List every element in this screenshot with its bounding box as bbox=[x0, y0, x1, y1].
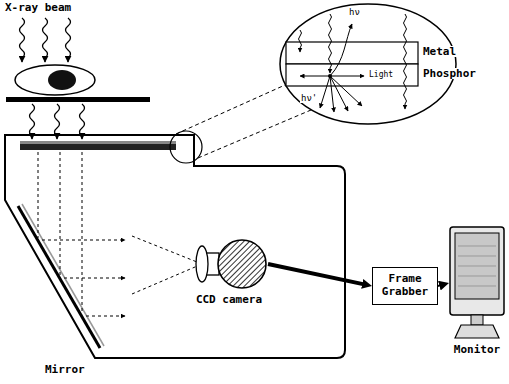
xray-wave bbox=[329, 14, 332, 73]
signal-arrow bbox=[268, 264, 364, 284]
metal-layer bbox=[286, 42, 418, 64]
monitor-screen bbox=[455, 233, 499, 299]
organ-blob bbox=[48, 70, 76, 90]
inset-circle bbox=[280, 4, 456, 124]
photon-label: hν' bbox=[300, 94, 318, 103]
zoom-marker bbox=[170, 131, 202, 163]
photon-label: hν bbox=[348, 8, 361, 17]
monitor-drawing bbox=[449, 226, 505, 340]
monitor-base bbox=[455, 325, 499, 338]
light-ray bbox=[38, 152, 39, 238]
part-label: Mirror bbox=[44, 364, 86, 375]
emitted-photon bbox=[330, 24, 352, 76]
xray-wave bbox=[55, 104, 60, 139]
light-emission bbox=[320, 76, 330, 108]
light-ray bbox=[42, 240, 125, 241]
detector-housing bbox=[5, 135, 345, 358]
ccd-camera: CCD camera bbox=[190, 238, 268, 307]
camera-body bbox=[218, 240, 266, 288]
light-ray bbox=[64, 278, 125, 279]
phosphor-screen bbox=[20, 144, 176, 150]
interaction-point bbox=[328, 74, 332, 78]
patient-table bbox=[6, 97, 150, 102]
xray-wave bbox=[404, 14, 407, 109]
screen-lines bbox=[458, 246, 496, 286]
monitor: Monitor bbox=[449, 226, 505, 357]
zoom-line bbox=[176, 85, 285, 134]
patient-body bbox=[15, 65, 95, 95]
xray-wave bbox=[43, 18, 48, 62]
node-text: CCD camera bbox=[190, 294, 268, 307]
signal-arrow bbox=[438, 284, 441, 287]
mirror-back bbox=[22, 204, 104, 346]
beam-label: X-ray beam bbox=[4, 2, 72, 13]
node-text: Monitor bbox=[449, 344, 505, 357]
xray-wave bbox=[30, 104, 35, 139]
phosphor-layer bbox=[286, 64, 418, 86]
process-box: Frame Grabber bbox=[372, 267, 438, 304]
xray-wave bbox=[66, 18, 71, 62]
xray-wave bbox=[20, 18, 25, 62]
light-emission bbox=[330, 76, 364, 77]
light-label: Light bbox=[368, 71, 394, 79]
xray-wave bbox=[80, 104, 85, 139]
light-emission bbox=[300, 76, 330, 77]
light-ray bbox=[86, 316, 125, 317]
light-ray bbox=[82, 152, 83, 314]
monitor-case bbox=[450, 227, 504, 315]
focus-ray bbox=[132, 236, 202, 264]
layer-label: Metal bbox=[422, 46, 457, 57]
light-ray bbox=[60, 152, 61, 276]
node-text: Frame Grabber bbox=[379, 273, 431, 298]
monitor-neck bbox=[471, 315, 483, 325]
light-emission bbox=[330, 76, 334, 112]
mirror bbox=[18, 206, 100, 348]
light-emission bbox=[330, 76, 362, 106]
xray-wave bbox=[299, 30, 302, 52]
camera-drawing bbox=[190, 238, 268, 290]
layer-label: Phosphor bbox=[422, 68, 477, 79]
zoom-line bbox=[198, 110, 311, 158]
focus-ray bbox=[132, 264, 202, 294]
camera-lens bbox=[196, 246, 208, 282]
light-emission bbox=[330, 76, 348, 111]
metal-plate bbox=[20, 141, 176, 144]
